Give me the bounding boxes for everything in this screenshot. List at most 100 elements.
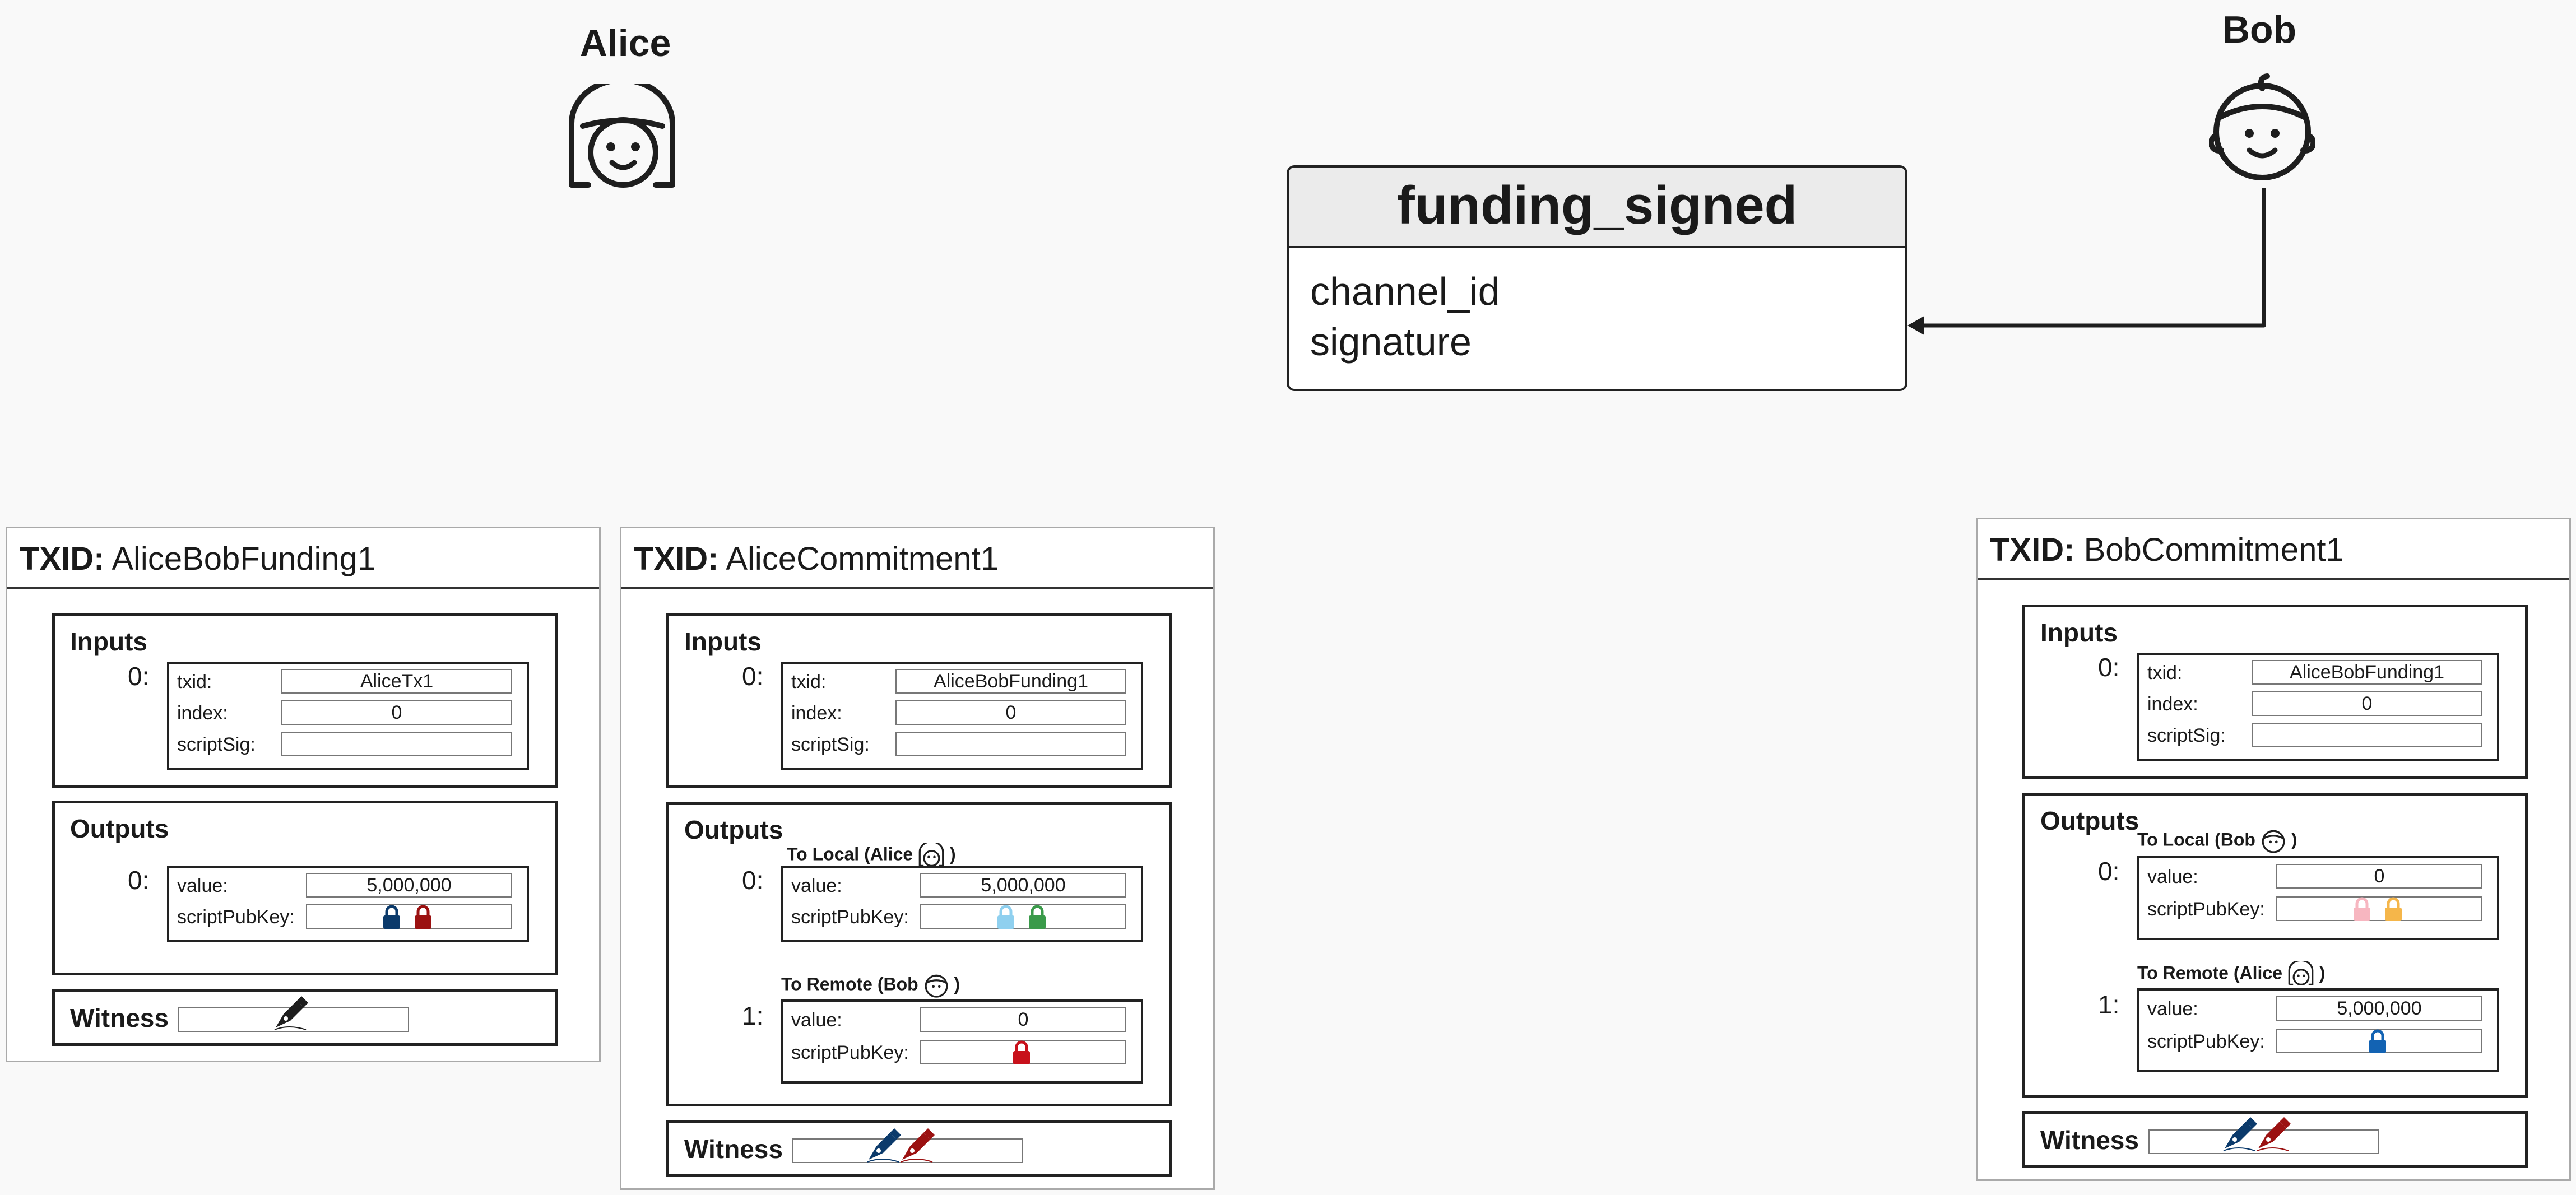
scriptsig-label: scriptSig: [791, 734, 870, 755]
value-label: value: [2147, 998, 2198, 1020]
input-0: txid: AliceBobFunding1 index: 0 scriptSi… [2137, 653, 2499, 761]
scriptpubkey-label: scriptPubKey: [791, 1042, 909, 1063]
output-value-field[interactable]: 5,000,000 [920, 873, 1126, 898]
witness-section: Witness [666, 1120, 1172, 1177]
padlock-icon [997, 905, 1014, 929]
outputs-section: Outputs To Local (Alice ) 0: value: 5,00… [666, 802, 1172, 1106]
output-1: value: 5,000,000 scriptPubKey: [2137, 988, 2499, 1072]
padlock-icon [2385, 897, 2402, 921]
outputs-title: Outputs [684, 815, 783, 844]
inputs-title: Inputs [2040, 618, 2118, 647]
fountain-pen-icon [2223, 1117, 2257, 1151]
alice-avatar-icon [569, 84, 675, 188]
padlock-icon [2369, 1029, 2386, 1053]
padlock-icon [383, 905, 400, 929]
alice-name: Alice [579, 22, 671, 64]
output-value-field[interactable]: 5,000,000 [2276, 996, 2482, 1021]
input-index-field[interactable]: 0 [2252, 691, 2482, 716]
input-scriptsig-field[interactable] [2252, 723, 2482, 747]
output-0: value: 0 scriptPubKey: [2137, 856, 2499, 940]
bob-avatar-icon [925, 974, 948, 998]
input-index-field[interactable]: 0 [895, 700, 1126, 725]
index-label: index: [2147, 694, 2198, 715]
input-txid-field[interactable]: AliceTx1 [281, 669, 512, 694]
tx-header: TXID: AliceBobFunding1 [7, 528, 599, 589]
output-0-title-text: To Local (Alice [787, 844, 913, 864]
value-label: value: [791, 875, 842, 896]
inputs-section: Inputs 0: txid: AliceBobFunding1 index: … [2022, 605, 2528, 779]
output-0: value: 5,000,000 scriptPubKey: [781, 866, 1143, 942]
scriptpubkey-label: scriptPubKey: [791, 906, 909, 928]
message-field-signature: signature [1310, 320, 1472, 364]
output-index-label: 1: [742, 1001, 764, 1030]
tx-header: TXID: AliceCommitment1 [621, 528, 1213, 589]
witness-section: Witness [2022, 1111, 2528, 1168]
outputs-title: Outputs [2040, 806, 2139, 835]
padlock-icon [1013, 1040, 1030, 1064]
fountain-pen-icon [901, 1128, 935, 1163]
output-1: value: 0 scriptPubKey: [781, 999, 1143, 1084]
output-1-title-end: ) [2319, 962, 2326, 983]
tx-header: TXID: BobCommitment1 [1978, 519, 2569, 580]
input-0: txid: AliceTx1 index: 0 scriptSig: [167, 662, 529, 770]
outputs-title: Outputs [70, 814, 169, 843]
witness-title: Witness [684, 1134, 783, 1164]
input-index-field[interactable]: 0 [281, 700, 512, 725]
funding-signed-message: funding_signed channel_id signature [1287, 165, 1907, 391]
alice-avatar-icon [918, 843, 944, 867]
value-label: value: [2147, 866, 2198, 887]
witness-title: Witness [2040, 1126, 2139, 1155]
output-value-field[interactable]: 5,000,000 [306, 873, 512, 898]
output-0-title: To Local (Alice ) [787, 843, 956, 868]
scriptsig-label: scriptSig: [177, 734, 256, 755]
input-index-label: 0: [2098, 653, 2120, 682]
output-value-field[interactable]: 0 [2276, 864, 2482, 889]
txid-value: AliceCommitment1 [726, 541, 999, 577]
index-label: index: [177, 703, 228, 724]
alice-avatar-icon [2288, 961, 2314, 986]
input-txid-field[interactable]: AliceBobFunding1 [895, 669, 1126, 694]
message-field-channel-id: channel_id [1310, 269, 1500, 313]
fountain-pen-icon [2257, 1117, 2291, 1151]
input-scriptsig-field[interactable] [895, 732, 1126, 756]
output-value-field[interactable]: 0 [920, 1007, 1126, 1032]
input-index-label: 0: [742, 662, 764, 691]
index-label: index: [791, 703, 842, 724]
output-index-label: 0: [2098, 857, 2120, 886]
input-txid-field[interactable]: AliceBobFunding1 [2252, 660, 2482, 685]
message-title: funding_signed [1289, 168, 1905, 248]
output-scriptpubkey-field[interactable] [920, 904, 1126, 929]
output-0-title: To Local (Bob ) [2137, 828, 2297, 854]
output-1-title: To Remote (Alice ) [2137, 961, 2325, 987]
scriptsig-label: scriptSig: [2147, 725, 2226, 746]
padlock-icon [415, 905, 431, 929]
txid-prefix: TXID: [1990, 532, 2075, 568]
output-index-label: 0: [742, 866, 764, 895]
txid-prefix: TXID: [20, 541, 105, 577]
output-0-title-end: ) [2291, 829, 2297, 850]
output-1-title-text: To Remote (Alice [2137, 962, 2282, 983]
output-0-title-text: To Local (Bob [2137, 829, 2255, 850]
input-scriptsig-field[interactable] [281, 732, 512, 756]
output-index-label: 1: [2098, 990, 2120, 1019]
txid-prefix: TXID: [634, 541, 719, 577]
bob-name: Bob [2222, 8, 2297, 51]
fountain-pen-icon [867, 1128, 901, 1163]
inputs-title: Inputs [70, 627, 147, 656]
witness-section: Witness [52, 989, 558, 1046]
txid-label: txid: [2147, 662, 2183, 683]
outputs-section: Outputs To Local (Bob ) 0: value: 0 scri… [2022, 793, 2528, 1098]
output-scriptpubkey-field[interactable] [306, 904, 512, 929]
padlock-icon [1029, 905, 1046, 929]
input-0: txid: AliceBobFunding1 index: 0 scriptSi… [781, 662, 1143, 770]
fountain-pen-icon [274, 996, 308, 1030]
output-scriptpubkey-field[interactable] [2276, 896, 2482, 921]
output-0: value: 5,000,000 scriptPubKey: [167, 866, 529, 942]
txid-label: txid: [177, 671, 212, 692]
inputs-section: Inputs 0: txid: AliceTx1 index: 0 script… [52, 613, 558, 788]
txid-label: txid: [791, 671, 827, 692]
tx-panel-alice-commitment: TXID: AliceCommitment1 Inputs 0: txid: A… [620, 527, 1215, 1190]
witness-title: Witness [70, 1003, 169, 1033]
bob-avatar-icon [2262, 830, 2285, 853]
inputs-title: Inputs [684, 627, 762, 656]
